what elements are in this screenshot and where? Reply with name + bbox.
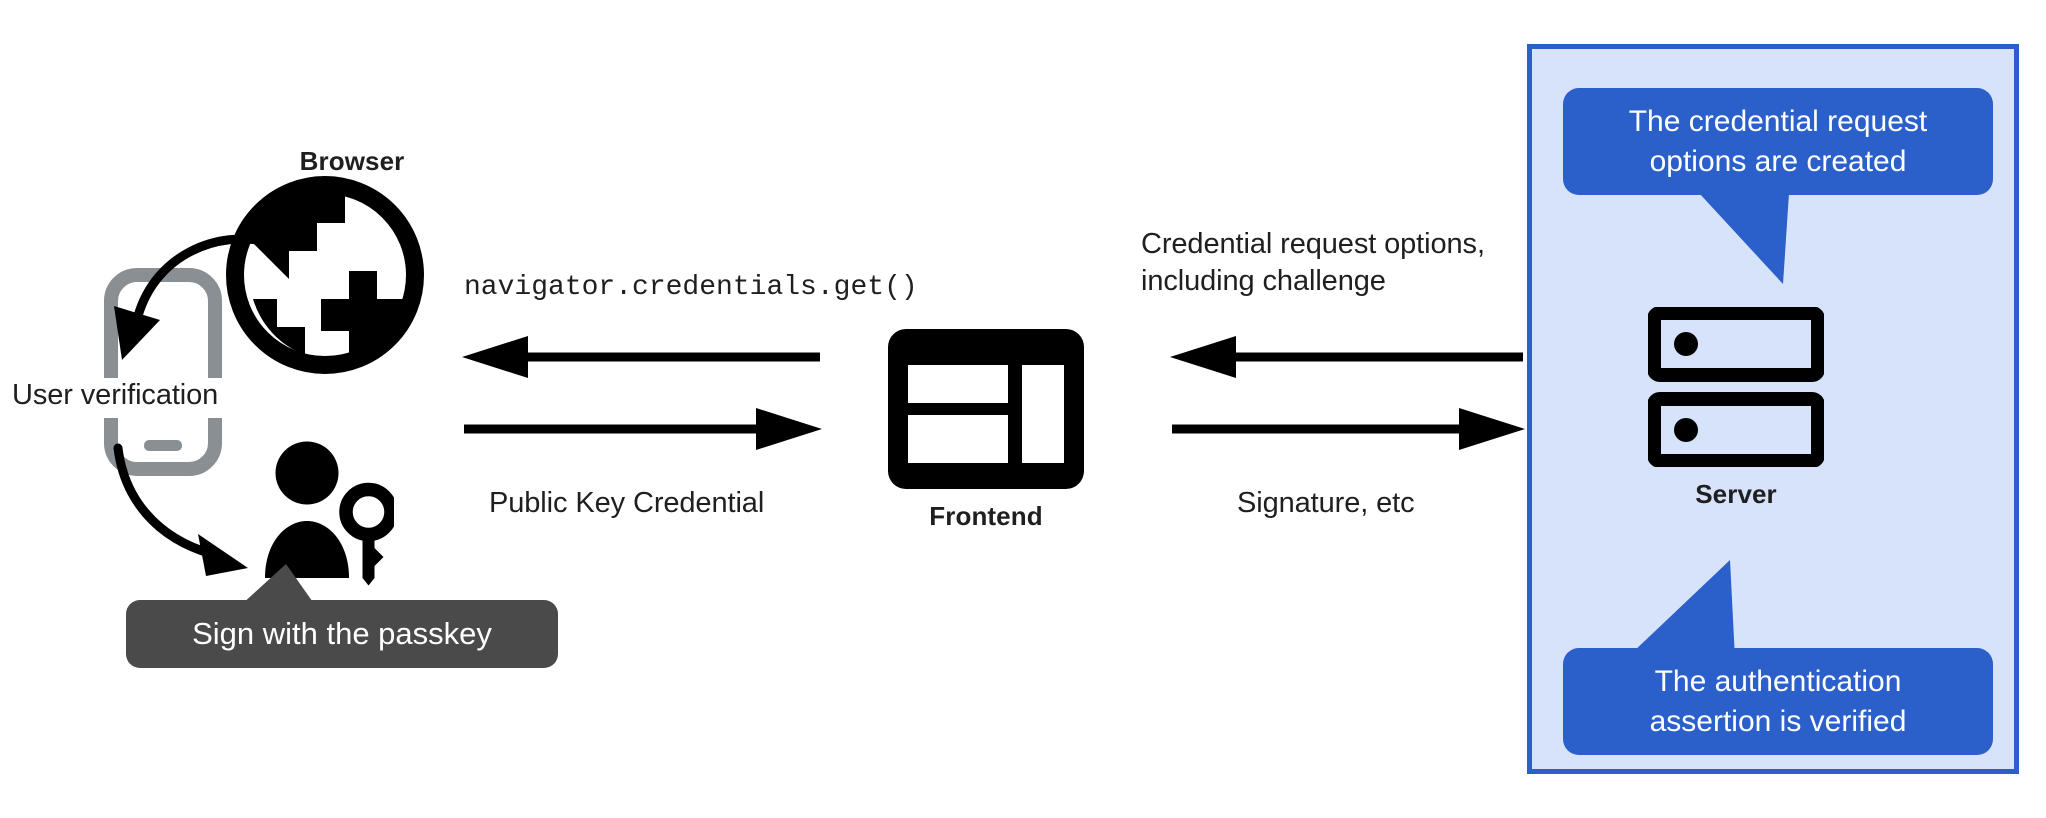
phone-to-user-arrow — [113, 443, 248, 576]
signature-etc-label: Signature, etc — [1237, 487, 1415, 519]
authentication-assertion-callout: The authentication assertion is verified — [1563, 648, 1993, 756]
right-flow-arrow-to-frontend — [1170, 336, 1523, 378]
server-rack-icon — [1648, 307, 1824, 467]
user-verification-label: User verification — [12, 379, 219, 411]
frontend-label: Frontend — [929, 501, 1043, 531]
navigator-credentials-get-label: navigator.credentials.get() — [464, 272, 918, 303]
person-with-key-icon — [265, 441, 394, 586]
right-flow-arrow-to-server — [1172, 408, 1525, 450]
user-verification-label-bg — [4, 378, 254, 418]
credential-options-callout: The credential request options are creat… — [1563, 88, 1993, 196]
browser-to-phone-arrow — [114, 234, 273, 360]
credential-options-callout-tail — [1565, 178, 1790, 284]
passkey-tooltip: Sign with the passkey — [126, 600, 558, 668]
web-layout-icon — [888, 329, 1084, 489]
public-key-credential-label: Public Key Credential — [489, 487, 765, 519]
left-arrow-to-browser — [462, 336, 820, 378]
globe-icon — [226, 176, 424, 374]
browser-label: Browser — [299, 146, 405, 176]
credential-request-options-label: Credential request options, including ch… — [1141, 228, 1485, 298]
right-arrow-to-frontend — [464, 408, 822, 450]
passkey-tooltip-text: Sign with the passkey — [192, 616, 492, 651]
server-label: Server — [1695, 479, 1777, 509]
